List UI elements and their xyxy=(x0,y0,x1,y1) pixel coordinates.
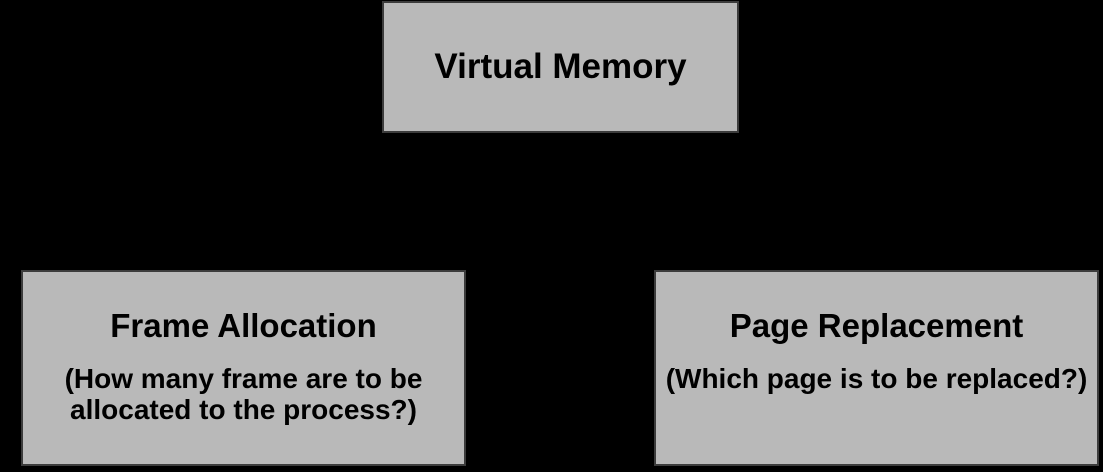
page-replacement-subtitle: (Which page is to be replaced?) xyxy=(665,363,1088,395)
page-replacement-box: Page Replacement (Which page is to be re… xyxy=(654,270,1099,466)
page-replacement-title: Page Replacement xyxy=(729,307,1024,344)
frame-allocation-title: Frame Allocation xyxy=(110,307,377,344)
frame-allocation-subtitle: (How many frame are to be allocated to t… xyxy=(64,363,423,425)
virtual-memory-title: Virtual Memory xyxy=(434,46,687,86)
frame-allocation-box: Frame Allocation (How many frame are to … xyxy=(21,270,466,466)
virtual-memory-box: Virtual Memory xyxy=(382,1,739,133)
